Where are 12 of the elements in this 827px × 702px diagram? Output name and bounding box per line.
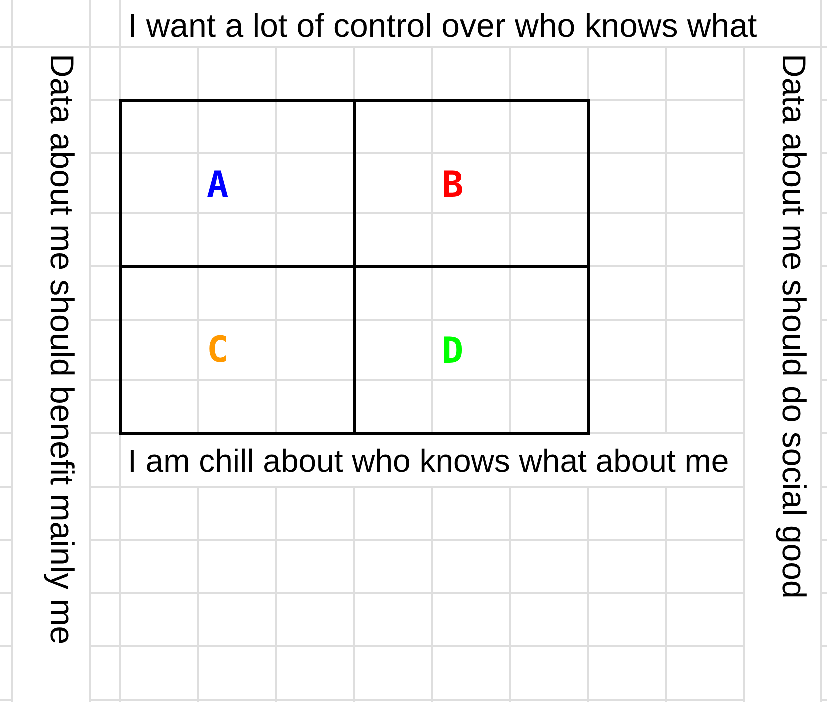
quadrant (353, 99, 590, 268)
axis-label: I am chill about who knows what about me (128, 445, 730, 477)
quadrant (119, 265, 356, 435)
quadrant-letter: D (442, 334, 464, 370)
quadrant-letter: C (207, 333, 229, 369)
quadrant (353, 265, 590, 435)
axis-label: Data about me should do social good (778, 54, 811, 599)
axis-label: I want a lot of control over who knows what (128, 9, 758, 42)
axis-label: Data about me should benefit mainly me (46, 54, 79, 645)
quadrant-letter: A (207, 168, 229, 204)
quadrant-letter: B (442, 168, 464, 204)
quadrant (119, 99, 356, 268)
